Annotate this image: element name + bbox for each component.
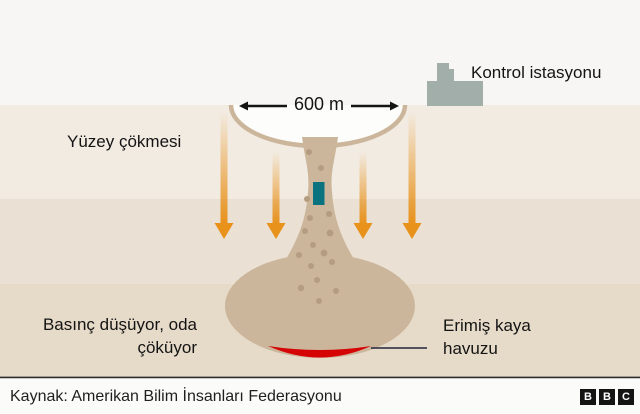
down-arrow-icon: [359, 152, 367, 224]
footer-band: [0, 378, 640, 414]
crater-width-label: 600 m: [293, 94, 345, 114]
pressure-drop-label-line2: çöküyor: [137, 338, 197, 357]
control-station-building-icon: [427, 63, 483, 106]
width-measure-arrowheads: [239, 101, 399, 111]
pressure-down-arrows: [214, 112, 422, 239]
down-arrow-icon: [272, 152, 280, 224]
pressure-drop-label: Basınç düşüyor, oda çöküyor: [43, 313, 197, 359]
bbc-logo: B B C: [580, 389, 634, 405]
pressure-drop-label-line1: Basınç düşüyor, oda: [42, 315, 197, 334]
down-arrow-icon: [220, 112, 228, 224]
bbc-logo-block-c: C: [618, 389, 634, 405]
bbc-logo-block-b2: B: [599, 389, 615, 405]
down-arrow-icon: [408, 112, 416, 224]
surface-collapse-label: Yüzey çökmesi: [67, 132, 182, 151]
sky-background: [0, 0, 640, 106]
collapse-cavity: [225, 254, 415, 358]
molten-rock-pool: [268, 346, 371, 358]
bbc-logo-block-b1: B: [580, 389, 596, 405]
molten-rock-label-line2: havuzu: [443, 339, 498, 358]
rubble-dots: [296, 149, 339, 304]
down-arrow-heads: [214, 223, 422, 239]
control-station-label: Kontrol istasyonu: [471, 63, 602, 82]
source-attribution: Kaynak: Amerikan Bilim İnsanları Federas…: [10, 388, 342, 405]
molten-rock-label: Erimiş kaya havuzu: [443, 314, 531, 360]
device-marker: [313, 182, 325, 205]
molten-rock-label-line1: Erimiş kaya: [443, 316, 531, 335]
